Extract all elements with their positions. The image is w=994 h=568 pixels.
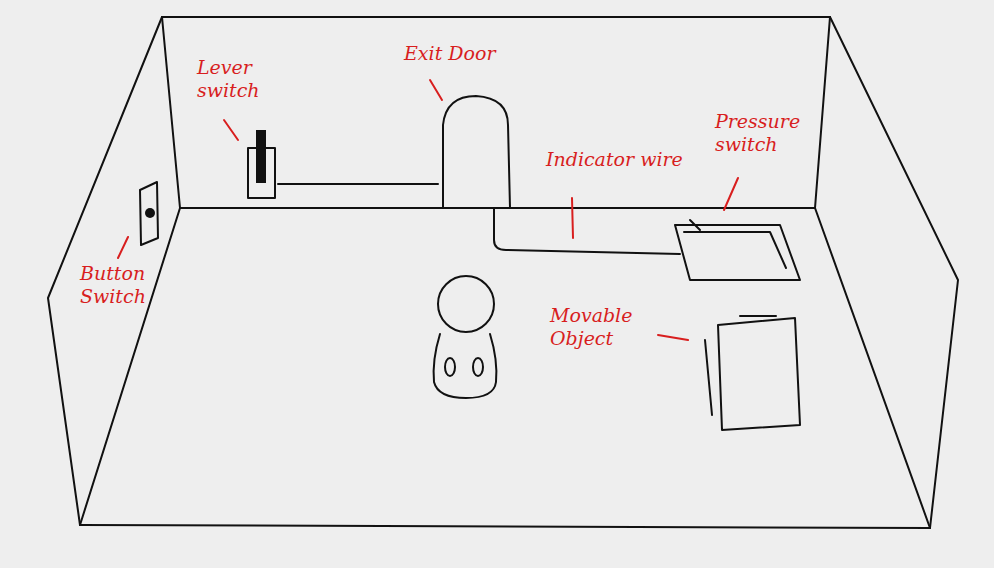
callout-label: Pressure switch <box>715 110 800 156</box>
callout-label: Exit Door <box>404 42 496 65</box>
callout-label: Indicator wire <box>546 148 683 171</box>
callout-label: Button Switch <box>80 262 146 308</box>
callout-label: Movable Object <box>550 304 632 350</box>
callout-label: Lever switch <box>197 56 260 102</box>
